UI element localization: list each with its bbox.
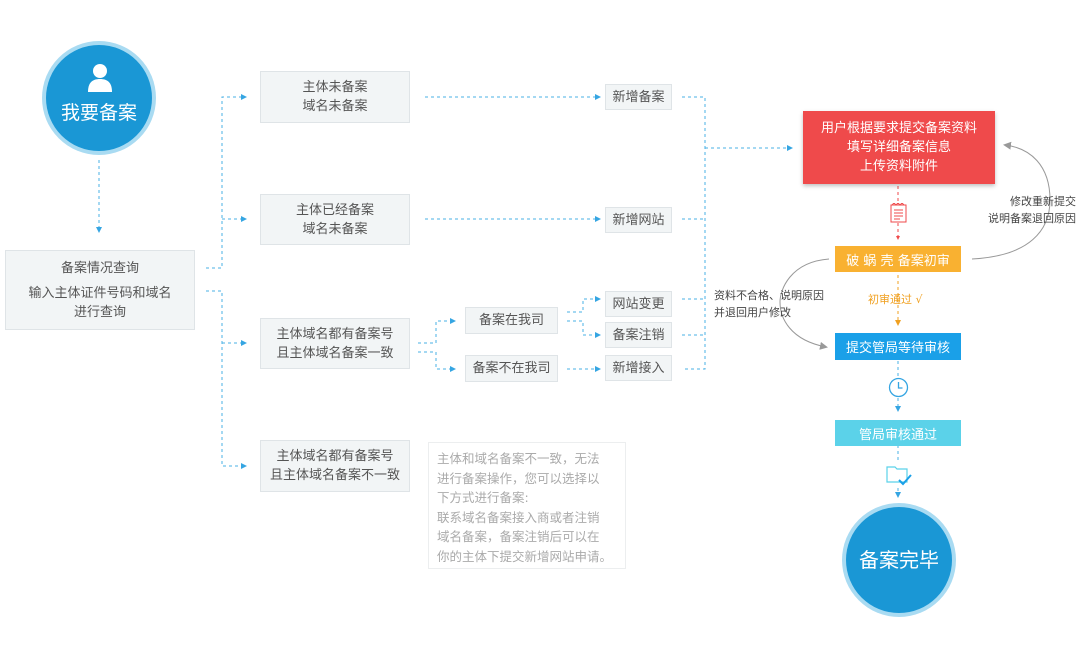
resubmit-note: 修改重新提交 说明备案退回原因	[980, 193, 1076, 227]
note-line: 进行备案操作，您可以选择以	[437, 470, 600, 486]
query-line2: 输入主体证件号码和域名	[28, 285, 172, 301]
note-line: 主体和域名备案不一致，无法	[437, 451, 600, 466]
case-line: 主体未备案	[302, 80, 368, 95]
start-label: 我要备案	[60, 102, 137, 124]
submit-line: 用户根据要求提交备案资料	[820, 121, 977, 136]
first-review-box[interactable]: 破 蜗 壳 备案初审	[835, 246, 961, 272]
submit-materials-box[interactable]: 用户根据要求提交备案资料 填写详细备案信息 上传资料附件	[803, 111, 995, 184]
action-site-change[interactable]: 网站变更	[605, 291, 672, 317]
case-box-unregistered: 主体未备案 域名未备案	[260, 71, 410, 123]
case-line: 域名未备案	[302, 221, 368, 237]
first-pass-label: 初审通过 √	[868, 293, 923, 306]
case-line: 主体域名都有备案号	[276, 449, 394, 464]
subcase-in-company: 备案在我司	[465, 307, 558, 334]
subcase-label: 备案在我司	[478, 313, 544, 328]
end-label: 备案完毕	[859, 548, 939, 572]
resubmit-line: 说明备案退回原因	[988, 212, 1076, 225]
query-title: 备案情况查询	[60, 260, 139, 276]
first-review-label: 破 蜗 壳 备案初审	[846, 253, 950, 269]
case-box-consistent: 主体域名都有备案号 且主体域名备案一致	[260, 318, 410, 369]
action-new-filing[interactable]: 新增备案	[605, 84, 672, 110]
action-cancel-filing[interactable]: 备案注销	[605, 322, 672, 348]
query-line3: 进行查询	[73, 304, 126, 320]
query-box: 备案情况查询 输入主体证件号码和域名 进行查询	[5, 250, 195, 330]
action-label: 备案注销	[612, 327, 665, 343]
case-line: 主体已经备案	[295, 202, 374, 218]
note-line: 域名备案，备案注销后可以在	[437, 529, 600, 544]
action-label: 新增接入	[612, 360, 665, 376]
document-icon	[890, 203, 907, 223]
case-box-inconsistent: 主体域名都有备案号 且主体域名备案不一致	[260, 440, 410, 492]
reject-line: 并退回用户修改	[714, 306, 791, 319]
case-line: 主体域名都有备案号	[276, 326, 394, 342]
resubmit-line: 修改重新提交	[1010, 195, 1076, 208]
action-new-access[interactable]: 新增接入	[605, 355, 672, 381]
subcase-label: 备案不在我司	[472, 361, 551, 376]
bureau-wait-label: 提交管局等待审核	[845, 341, 950, 356]
folder-check-icon	[886, 466, 912, 486]
inconsistent-note: 主体和域名备案不一致，无法 进行备案操作，您可以选择以 下方式进行备案: 联系域…	[428, 442, 626, 569]
clock-icon	[888, 377, 909, 398]
bureau-wait-box[interactable]: 提交管局等待审核	[835, 333, 961, 360]
note-line: 下方式进行备案:	[437, 490, 529, 505]
reject-note: 资料不合格、说明原因 并退回用户修改	[714, 287, 824, 321]
end-circle[interactable]: 备案完毕	[846, 507, 952, 613]
start-circle[interactable]: 我要备案	[46, 45, 152, 151]
action-label: 新增网站	[612, 212, 665, 228]
user-icon	[88, 64, 112, 92]
note-line: 你的主体下提交新增网站申请。	[437, 548, 613, 564]
case-box-subject-registered: 主体已经备案 域名未备案	[260, 194, 410, 245]
case-line: 且主体域名备案不一致	[269, 468, 400, 483]
subcase-not-in-company: 备案不在我司	[465, 355, 558, 382]
action-new-site[interactable]: 新增网站	[605, 207, 672, 233]
action-label: 新增备案	[612, 89, 665, 105]
action-label: 网站变更	[612, 296, 665, 312]
case-line: 域名未备案	[302, 99, 368, 114]
bureau-pass-label: 管局审核通过	[858, 427, 937, 443]
note-line: 联系域名备案接入商或者注销	[437, 509, 600, 525]
submit-line: 上传资料附件	[859, 159, 938, 174]
case-line: 且主体域名备案一致	[276, 345, 394, 361]
bureau-pass-box[interactable]: 管局审核通过	[835, 420, 961, 446]
reject-line: 资料不合格、说明原因	[714, 289, 824, 302]
submit-line: 填写详细备案信息	[846, 140, 951, 155]
